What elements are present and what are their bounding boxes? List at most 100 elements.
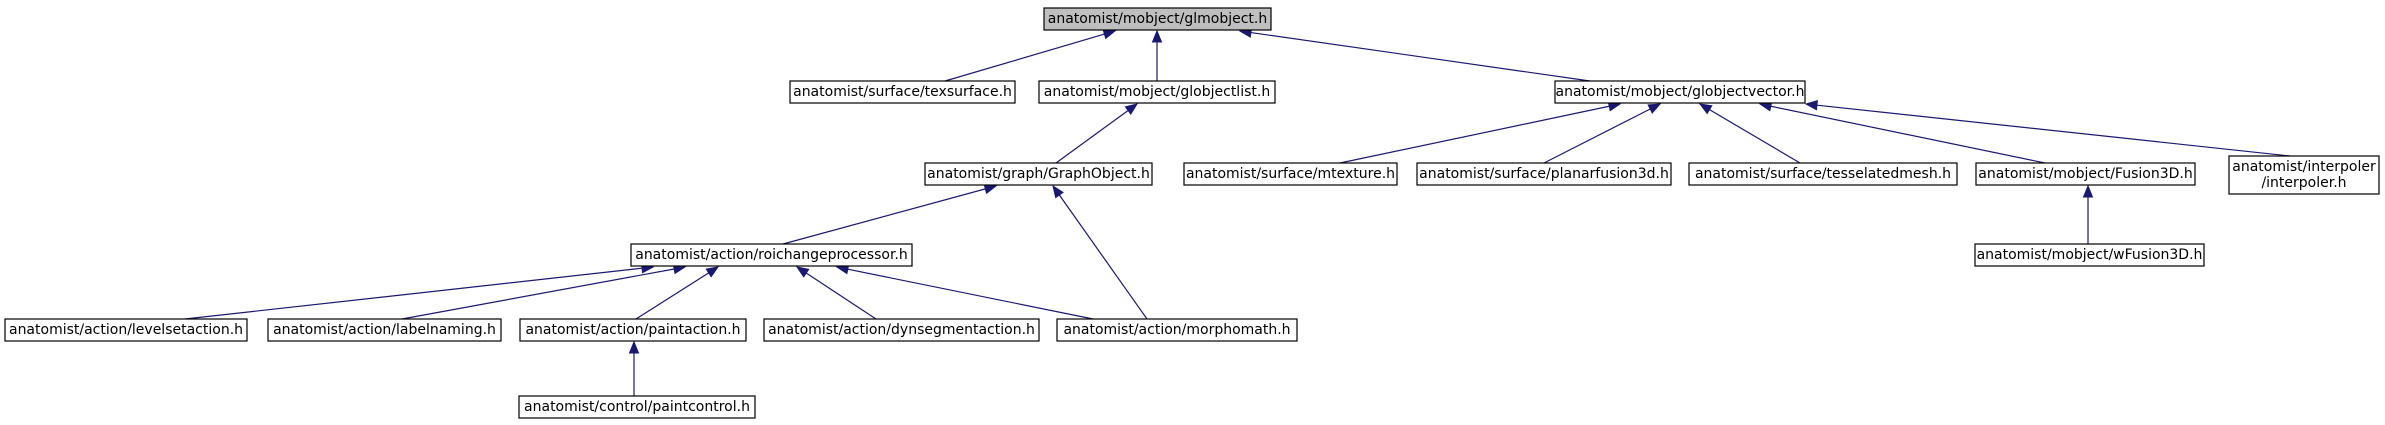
node-label: anatomist/mobject/Fusion3D.h [1978,166,2192,182]
node-box[interactable] [630,243,913,267]
edge-arrowhead [1102,29,1117,40]
edge-morphomath-to-roichangeprocessor [835,264,1094,320]
node-label: anatomist/mobject/globjectvector.h [1556,84,1805,100]
edge-arrowhead [628,340,640,354]
node-levelsetaction[interactable]: anatomist/action/levelsetaction.h [4,318,248,342]
edge-mtexture-to-globjectvector [1339,101,1622,164]
node-box[interactable] [1183,162,1398,186]
node-box[interactable] [518,395,756,419]
node-box[interactable] [789,80,1016,104]
edge-line [184,267,643,320]
node-label: anatomist/surface/mtexture.h [1186,166,1395,182]
edge-arrowhead [1124,103,1139,116]
node-box[interactable] [267,318,502,342]
edge-arrowhead [1647,103,1662,114]
node-box[interactable] [1056,318,1298,342]
node-mtexture[interactable]: anatomist/surface/mtexture.h [1183,162,1398,186]
node-texsurface[interactable]: anatomist/surface/texsurface.h [789,80,1016,104]
edge-arrowhead [1151,29,1163,43]
node-label: anatomist/mobject/wFusion3D.h [1977,247,2203,263]
node-paintaction[interactable]: anatomist/action/paintaction.h [519,318,747,342]
node-box[interactable] [1038,80,1276,104]
node-labelnaming[interactable]: anatomist/action/labelnaming.h [267,318,502,342]
edge-fusion3d-to-globjectvector [1758,101,2046,164]
edge-texsurface-to-glmobject [944,29,1117,82]
node-label: anatomist/surface/texsurface.h [793,84,1012,100]
edge-roichangeprocessor-to-graphobject [782,183,998,245]
node-fusion3d[interactable]: anatomist/mobject/Fusion3D.h [1975,162,2196,186]
node-wfusion3d[interactable]: anatomist/mobject/wFusion3D.h [1974,243,2205,267]
node-label: anatomist/action/labelnaming.h [273,322,496,338]
edge-arrowhead [983,183,998,195]
edge-line [401,268,675,320]
node-box[interactable] [1043,7,1272,31]
node-label: anatomist/action/morphomath.h [1063,322,1290,338]
edge-line [1816,104,2291,157]
node-label: anatomist/interpoler [2232,159,2376,175]
node-globjectvector[interactable]: anatomist/mobject/globjectvector.h [1554,80,1806,104]
edge-line [1055,109,1129,164]
edge-line [1543,108,1651,164]
node-box[interactable] [1974,243,2205,267]
node-label: anatomist/action/paintaction.h [525,322,740,338]
node-box[interactable] [4,318,248,342]
node-graphobject[interactable]: anatomist/graph/GraphObject.h [924,162,1153,186]
node-label: anatomist/control/paintcontrol.h [524,399,750,415]
node-box[interactable] [519,318,747,342]
edge-line [782,188,986,245]
edge-line [944,33,1105,82]
node-box[interactable] [924,162,1153,186]
node-label: anatomist/action/dynsegmentaction.h [768,322,1035,338]
node-box[interactable] [1416,162,1672,186]
edge-paintcontrol-to-paintaction [628,340,640,396]
node-interpoler[interactable]: anatomist/interpoler/interpoler.h [2228,155,2380,195]
edge-arrowhead [2082,184,2094,198]
edge-tesselatedmesh-to-globjectvector [1698,103,1801,164]
node-box[interactable] [1688,162,1958,186]
edge-globjectvector-to-glmobject [1238,27,1591,82]
edge-dynsegmentaction-to-roichangeprocessor [795,266,877,320]
edge-line [1339,105,1610,164]
edge-line [1770,105,2046,164]
node-globjectlist[interactable]: anatomist/mobject/globjectlist.h [1038,80,1276,104]
edge-arrowhead [1698,103,1713,115]
node-box[interactable] [1975,162,2196,186]
node-label: anatomist/surface/tesselatedmesh.h [1695,166,1951,182]
edge-line [847,268,1094,320]
edge-arrowhead [1052,184,1064,199]
edge-arrowhead [1804,100,1818,111]
node-label: anatomist/action/levelsetaction.h [9,322,243,338]
edge-levelsetaction-to-roichangeprocessor [184,263,655,320]
node-dynsegmentaction[interactable]: anatomist/action/dynsegmentaction.h [763,318,1040,342]
node-paintcontrol[interactable]: anatomist/control/paintcontrol.h [518,395,756,419]
edge-paintaction-to-roichangeprocessor [635,266,720,320]
node-label: anatomist/graph/GraphObject.h [927,166,1150,182]
node-box[interactable] [2228,155,2380,195]
edge-line [1709,109,1801,164]
edge-line [635,272,710,320]
node-planarfusion3d[interactable]: anatomist/surface/planarfusion3d.h [1416,162,1672,186]
edges [184,27,2291,396]
edge-globjectlist-to-glmobject [1151,29,1163,81]
node-label: anatomist/action/roichangeprocessor.h [635,247,908,263]
node-box[interactable] [1554,80,1806,104]
node-glmobject[interactable]: anatomist/mobject/glmobject.h [1043,7,1272,31]
edge-line [1058,194,1148,320]
node-roichangeprocessor[interactable]: anatomist/action/roichangeprocessor.h [630,243,913,267]
edge-morphomath-to-graphobject [1052,184,1148,320]
node-label: /interpoler.h [2261,175,2346,191]
edge-graphobject-to-globjectlist [1055,103,1139,164]
edge-line [1250,31,1591,82]
edge-wfusion3d-to-fusion3d [2082,184,2094,244]
edge-interpoler-to-globjectvector [1804,100,2291,157]
edge-arrowhead [795,266,810,278]
node-morphomath[interactable]: anatomist/action/morphomath.h [1056,318,1298,342]
node-label: anatomist/mobject/glmobject.h [1048,11,1268,27]
edge-labelnaming-to-roichangeprocessor [401,263,687,320]
edge-planarfusion3d-to-globjectvector [1543,103,1662,164]
node-box[interactable] [763,318,1040,342]
edge-line [805,272,877,320]
node-label: anatomist/surface/planarfusion3d.h [1419,166,1669,182]
node-tesselatedmesh[interactable]: anatomist/surface/tesselatedmesh.h [1688,162,1958,186]
